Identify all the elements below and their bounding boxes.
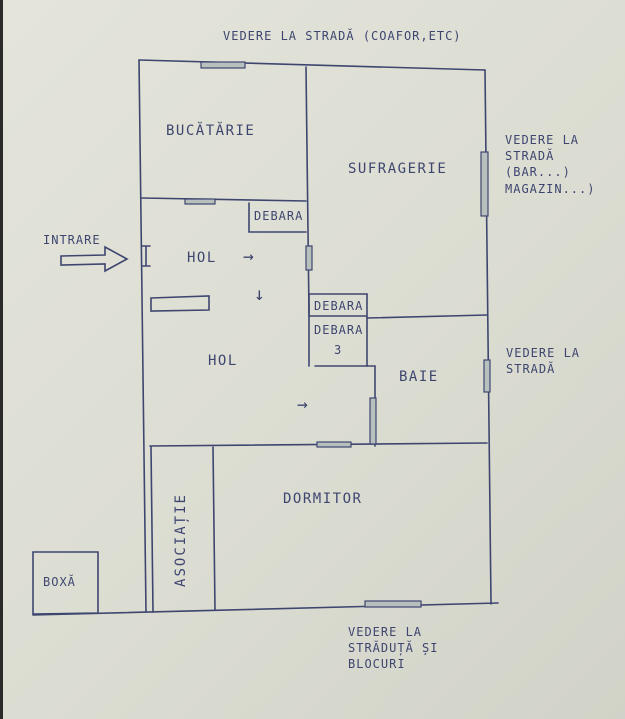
- entrance-label: INTRARE: [43, 233, 101, 247]
- top-view-note: VEDERE LA STRADĂ (COAFOR,ETC): [223, 29, 462, 43]
- room-bathroom: BAIE: [399, 369, 439, 385]
- outer-wall-bottom: [32, 602, 499, 616]
- floor-plan-drawing: [32, 59, 499, 616]
- storage-2-3-block: [308, 293, 368, 367]
- room-bedroom: DORMITOR: [283, 491, 363, 507]
- outer-wall-right: [484, 69, 492, 605]
- right-bath-view-note: VEDERE LA STRADĂ: [506, 346, 581, 377]
- room-hall-lower: HOL: [208, 353, 238, 369]
- room-storage-1: DEBARA: [254, 209, 304, 223]
- outer-wall-left: [138, 59, 147, 613]
- right-view-note: VEDERE LA STRADĂ (BAR...) MAGAZIN...): [505, 133, 596, 196]
- room-storage-3: DEBARA: [314, 323, 364, 337]
- wall-kitchen-living: [305, 66, 310, 315]
- arrow-hall-lower-right: →: [297, 394, 308, 415]
- room-storage-2: DEBARA: [314, 299, 364, 313]
- door-bath: [369, 397, 377, 445]
- window-right-bath: [483, 359, 491, 393]
- room-kitchen: BUCĂTĂRIE: [166, 123, 256, 139]
- door-bedroom: [316, 441, 352, 448]
- hall-counter: [150, 295, 210, 312]
- room-box: BOXĂ: [43, 575, 76, 589]
- paper-sheet: VEDERE LA STRADĂ (COAFOR,ETC) VEDERE LA …: [3, 0, 625, 719]
- room-storage-3-number: 3: [334, 343, 343, 357]
- room-association: ASOCIAȚIE: [173, 493, 189, 587]
- storage-1-box: [248, 202, 307, 233]
- window-right-living: [480, 151, 489, 217]
- window-bottom: [364, 600, 422, 608]
- door-kitchen: [184, 198, 216, 205]
- wall-kitchen-bottom: [141, 197, 307, 202]
- box-outline: [32, 551, 99, 615]
- room-hall-upper: HOL: [187, 250, 217, 266]
- arrow-hall-down: ↓: [254, 284, 265, 305]
- room-living-room: SUFRAGERIE: [348, 161, 448, 177]
- entrance-arrow: [60, 245, 129, 273]
- wall-association-right: [212, 446, 216, 611]
- wall-bath-top: [366, 314, 488, 319]
- entrance-door-mark: [141, 245, 151, 267]
- outer-wall-top: [138, 59, 486, 71]
- window-top: [200, 61, 246, 69]
- wall-association-left: [150, 446, 154, 613]
- bottom-view-note: VEDERE LA STRĂDUȚĂ ȘI BLOCURI: [348, 625, 439, 672]
- arrow-hall-right: →: [243, 246, 254, 267]
- door-living: [305, 245, 313, 271]
